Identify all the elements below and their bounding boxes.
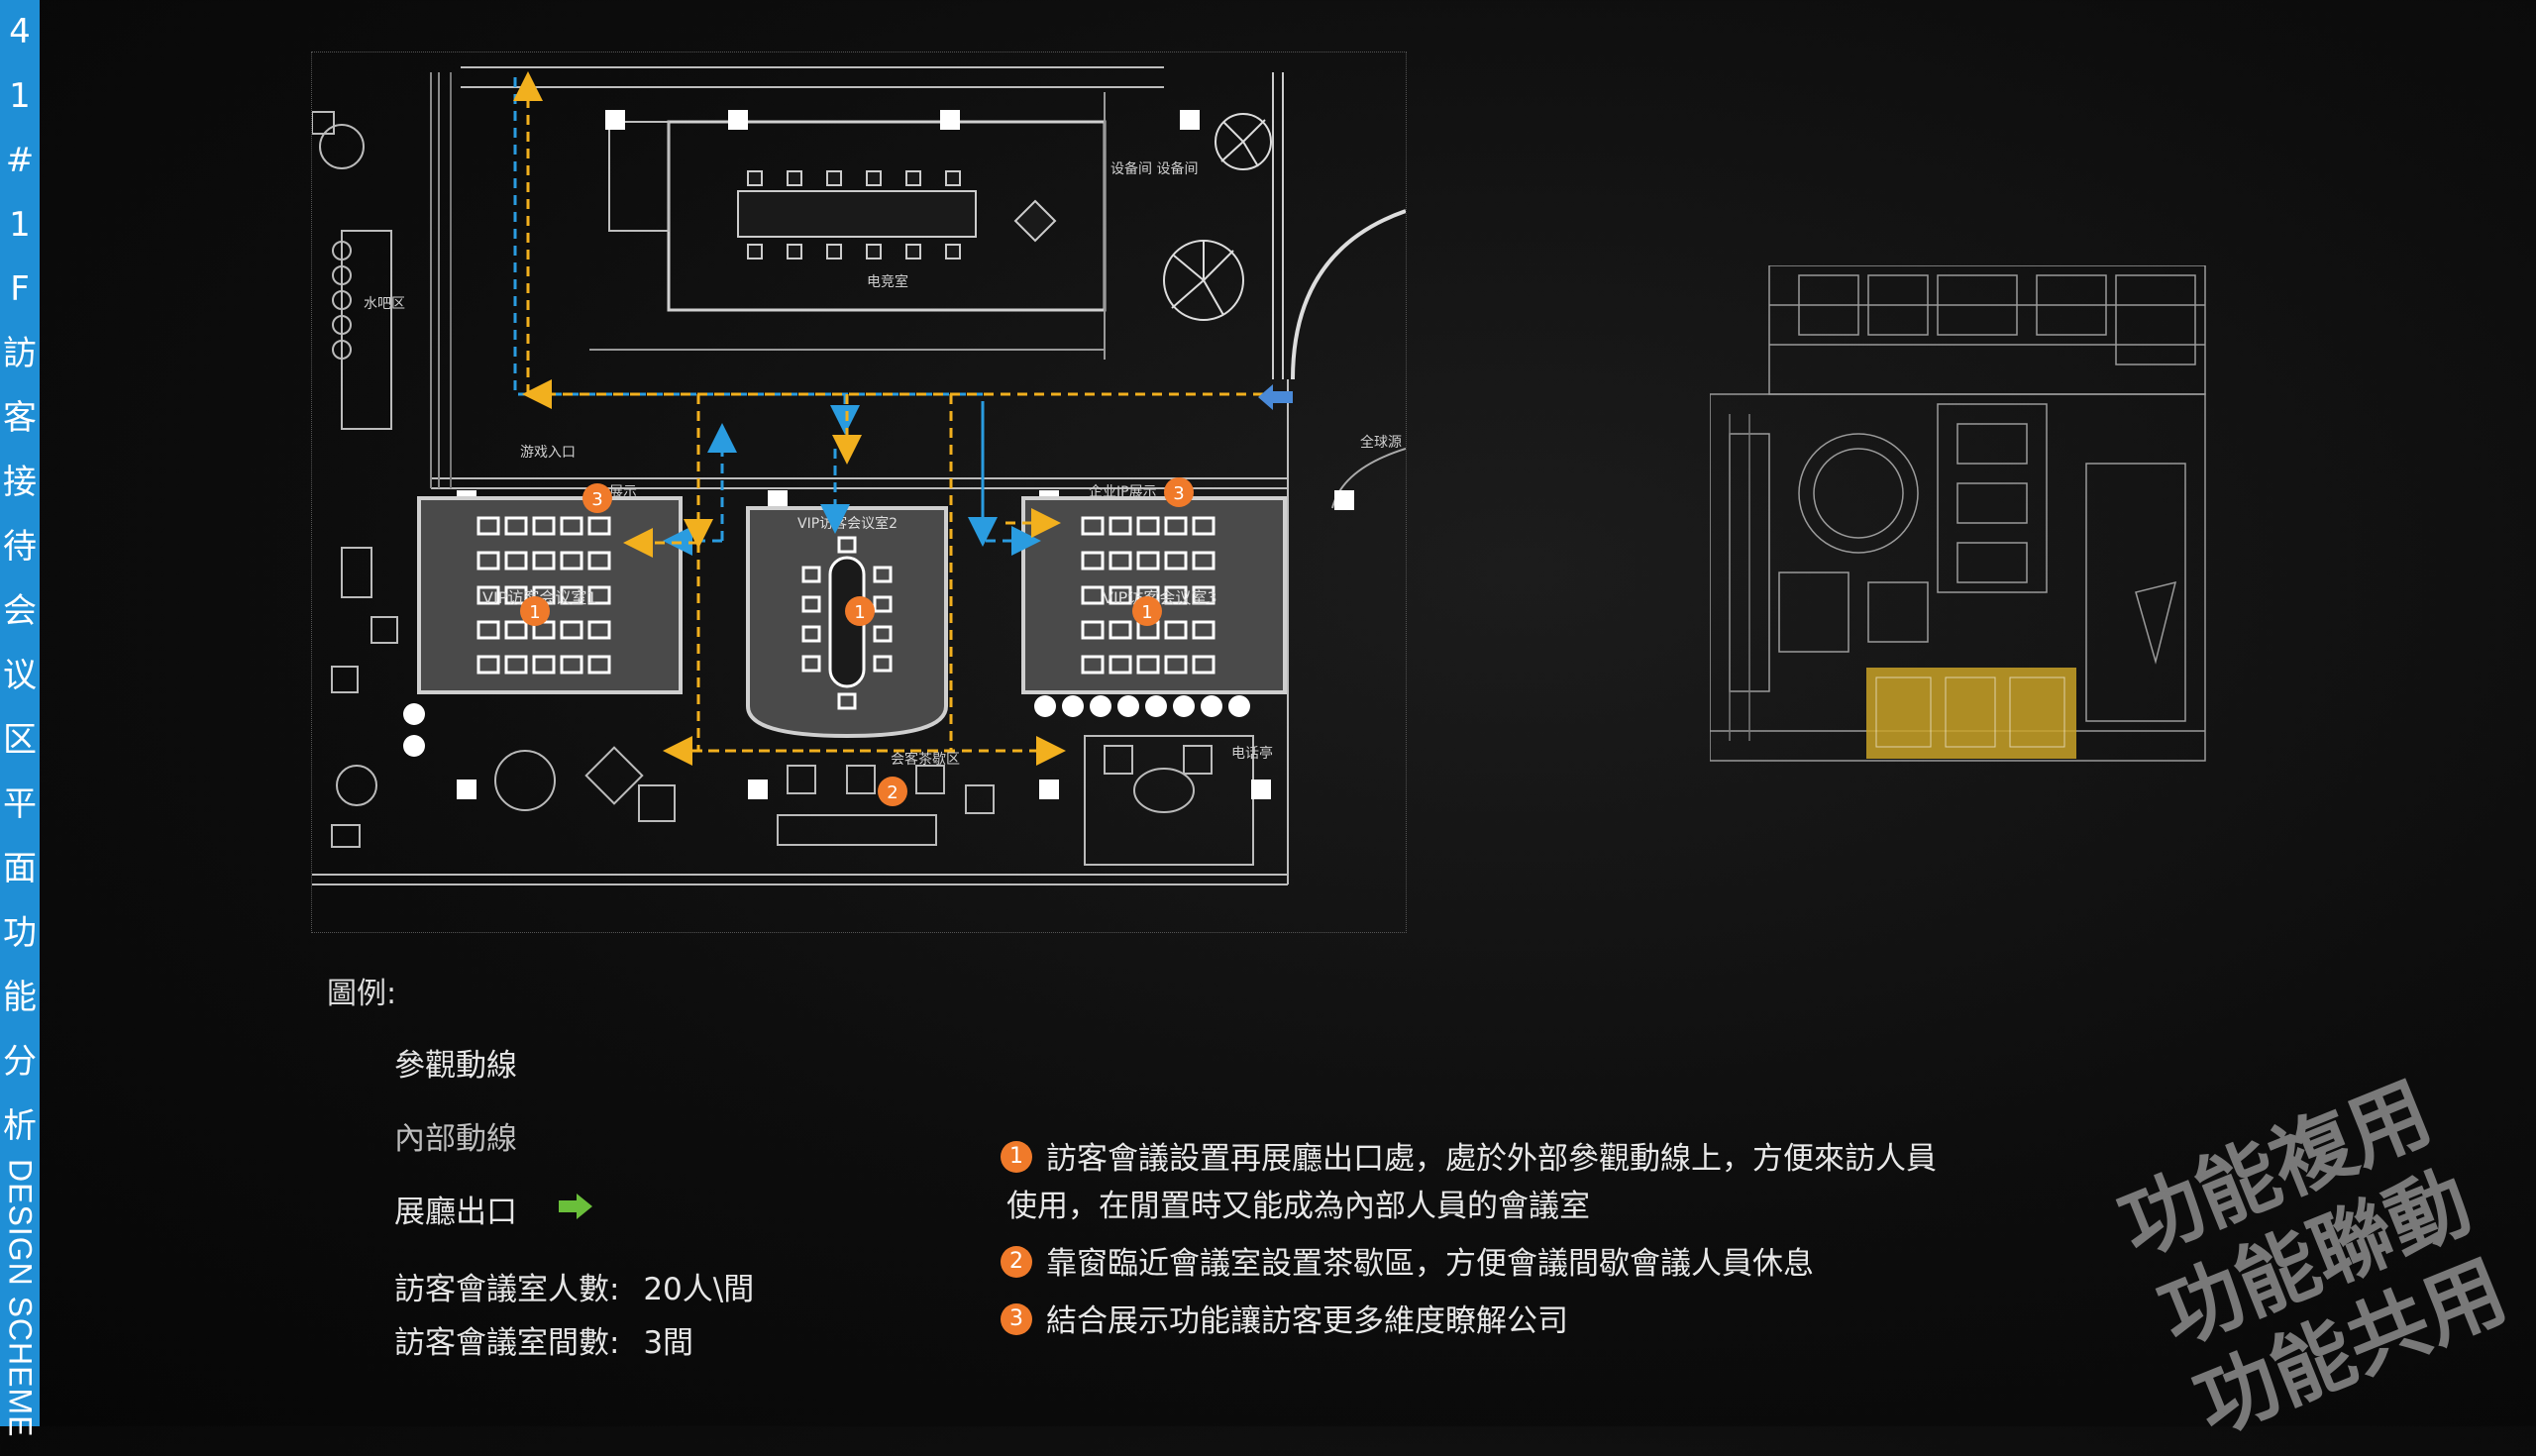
sidebar-char: 待 xyxy=(3,527,37,567)
note-text: 使用，在閒置時又能成為內部人員的會議室 xyxy=(1006,1189,1590,1224)
sidebar-char: 区 xyxy=(3,720,37,760)
entrance-label: 游戏入口 xyxy=(520,445,576,461)
sidebar-char: 接 xyxy=(3,463,37,502)
overview-plan xyxy=(1709,264,2213,767)
sidebar-char: 议 xyxy=(3,656,37,695)
stat-people-label: 訪客會議室人數: xyxy=(394,1272,620,1307)
room-labels: 电竞室 设备间 设备间 水吧区 游戏入口 企业IP展示 展示 会客茶歇区 电话亭… xyxy=(364,160,1402,768)
walls xyxy=(311,66,1407,885)
sidebar-char: 析 xyxy=(3,1106,37,1146)
stat-people: 訪客會議室人數: 20人\間 xyxy=(394,1264,754,1308)
phone-label: 电话亭 xyxy=(1231,745,1273,762)
sidebar-char: 面 xyxy=(3,849,37,888)
stat-rooms: 訪客會議室間數: 3間 xyxy=(394,1317,693,1362)
highlight-area xyxy=(1866,668,2076,759)
note-number: 2 xyxy=(1001,1245,1032,1278)
vip-room-2: VIP访客会议室2 xyxy=(746,506,948,739)
stat-rooms-label: 訪客會議室間數: xyxy=(394,1325,620,1361)
exhibit-label: 企业IP展示 xyxy=(1089,483,1157,500)
exhibit-left-label: 展示 xyxy=(609,484,637,500)
marker-1: 1 xyxy=(854,602,865,623)
sidebar-char: 平 xyxy=(3,784,37,824)
stat-rooms-value: 3間 xyxy=(643,1325,694,1361)
legend-internal-route-label: 內部動線 xyxy=(394,1121,517,1157)
note-number: 3 xyxy=(1001,1302,1032,1335)
legend-title: 圖例: xyxy=(327,977,397,1011)
legend-exit-label: 展廳出口 xyxy=(394,1195,517,1230)
vip-room-3: VIP访客会议室3 xyxy=(1021,496,1287,694)
overview-plan-drawing xyxy=(1709,264,2206,762)
marker-3: 3 xyxy=(591,489,602,510)
vip-room-2-label: VIP访客会议室2 xyxy=(797,515,898,532)
marker-1: 1 xyxy=(529,602,540,623)
sidebar-char: 功 xyxy=(3,913,37,953)
note-3: 3 結合展示功能讓訪客更多維度瞭解公司 xyxy=(1001,1298,1568,1345)
sidebar-char: 1 xyxy=(9,76,31,116)
sidebar-char: 1 xyxy=(9,205,31,245)
sidebar: 4 1 # 1 F 訪 客 接 待 会 议 区 平 面 功 能 分 析 DESI… xyxy=(0,0,40,1437)
equipment-label: 设备间 设备间 xyxy=(1110,160,1198,177)
marker-3: 3 xyxy=(1173,483,1184,504)
sidebar-title: 4 1 # 1 F 訪 客 接 待 会 议 区 平 面 功 能 分 析 DESI… xyxy=(0,0,40,1437)
entrance-arrow-icon xyxy=(1258,384,1293,410)
sidebar-char: 能 xyxy=(3,978,37,1017)
floor-plan-frame: VIP访客会议室1 VIP访客会议室2 xyxy=(311,52,1407,933)
sidebar-char: 分 xyxy=(3,1042,37,1082)
wall-posts xyxy=(457,110,1354,799)
note-text: 結合展示功能讓訪客更多維度瞭解公司 xyxy=(1046,1303,1568,1339)
floor-plan: VIP访客会议室1 VIP访客会议室2 xyxy=(311,66,1407,885)
sidebar-char: F xyxy=(10,269,30,309)
note-text: 靠窗臨近會議室設置茶歇區，方便會議間歇會議人員休息 xyxy=(1046,1246,1814,1282)
marker-1: 1 xyxy=(1141,602,1152,623)
sidebar-char: 訪 xyxy=(3,334,37,373)
sidebar-char: 会 xyxy=(3,591,37,631)
globe-label: 全球源 xyxy=(1360,434,1402,451)
note-text: 訪客會議設置再展廳出口處，處於外部參觀動線上，方便來訪人員 xyxy=(1046,1141,1937,1177)
bar-label: 水吧区 xyxy=(364,296,405,312)
vip-room-1: VIP访客会议室1 xyxy=(417,496,683,694)
esports-label: 电竞室 xyxy=(867,273,908,290)
plan-markers: 1 1 1 2 3 3 xyxy=(520,477,1194,806)
stat-people-value: 20人\間 xyxy=(643,1272,755,1307)
sidebar-english: DESIGN SCHEME xyxy=(2,1159,39,1438)
sidebar-char: # xyxy=(5,141,35,180)
marker-2: 2 xyxy=(887,782,898,803)
legend-visitor-route-label: 參觀動線 xyxy=(394,1048,517,1084)
sidebar-char: 4 xyxy=(9,12,31,52)
note-2: 2 靠窗臨近會議室設置茶歇區，方便會議間歇會議人員休息 xyxy=(1001,1240,1814,1288)
exit-arrow-icon xyxy=(559,1194,592,1219)
exhibit-chairs xyxy=(403,695,1250,757)
visitor-route xyxy=(513,71,1263,766)
note-1: 1 訪客會議設置再展廳出口處，處於外部參觀動線上，方便來訪人員 使用，在閒置時又能… xyxy=(1001,1135,1937,1230)
vip-room-3-label: VIP访客会议室3 xyxy=(1103,588,1217,607)
tea-label: 会客茶歇区 xyxy=(891,751,960,768)
note-number: 1 xyxy=(1001,1140,1032,1173)
sidebar-char: 客 xyxy=(3,398,37,438)
